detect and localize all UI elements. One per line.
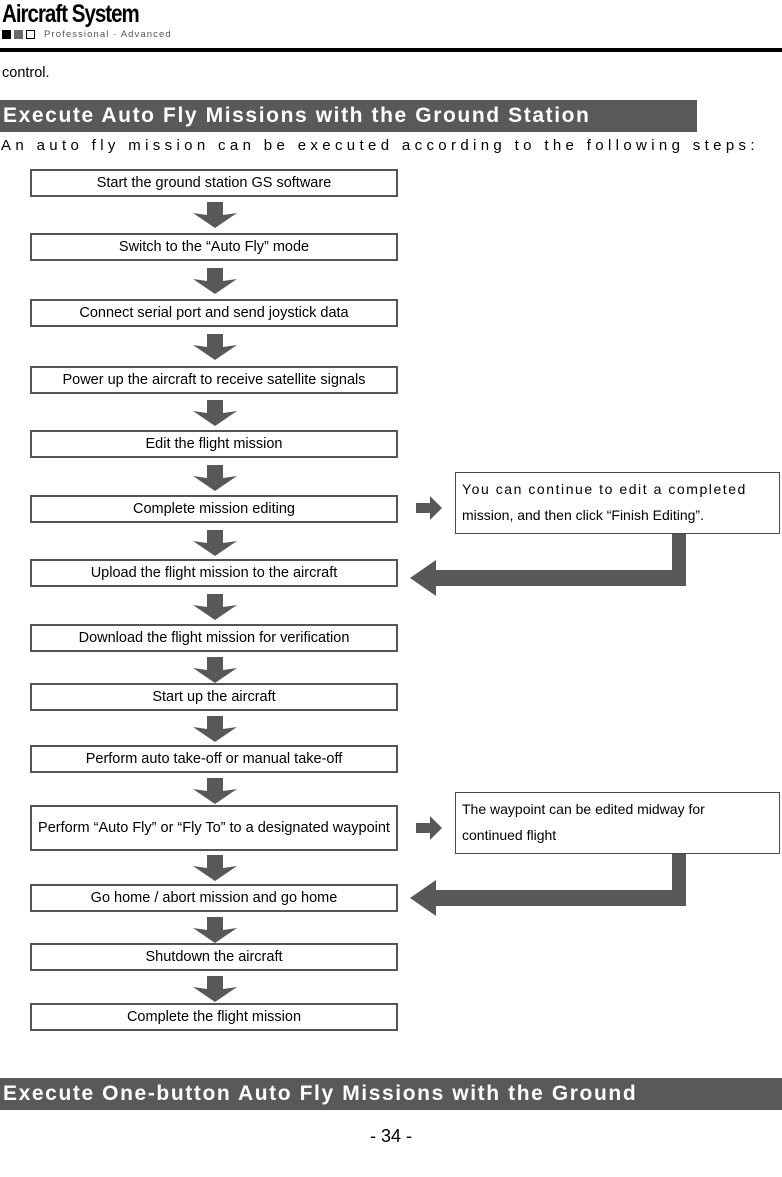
logo-tagline: Professional · Advanced <box>44 29 172 40</box>
flow-step-14: Complete the flight mission <box>30 1003 398 1031</box>
flow-arrow-down-1-icon <box>193 202 237 228</box>
flow-step-8: Download the flight mission for verifica… <box>30 624 398 652</box>
note-return-arrow-2-icon <box>410 854 700 916</box>
continued-paragraph: control. <box>2 65 50 81</box>
flow-step-3: Connect serial port and send joystick da… <box>30 299 398 327</box>
flow-step-2: Switch to the “Auto Fly” mode <box>30 233 398 261</box>
note-waypoint-line-1: The waypoint can be edited midway for <box>462 801 705 817</box>
header-divider <box>0 48 782 52</box>
note-waypoint-line-2: continued flight <box>462 827 557 843</box>
flow-arrow-down-8-icon <box>193 657 237 683</box>
section-heading-one-button: Execute One-button Auto Fly Missions wit… <box>0 1078 782 1110</box>
flow-step-11: Perform “Auto Fly” or “Fly To” to a desi… <box>30 805 398 851</box>
flow-arrow-down-2-icon <box>193 268 237 294</box>
brand-logo: Aircraft System Professional · Advanced <box>2 1 172 41</box>
flow-arrow-down-6-icon <box>193 530 237 556</box>
note-editing-line-2: mission, and then click “Finish Editing”… <box>462 507 704 523</box>
flow-arrow-down-11-icon <box>193 855 237 881</box>
flow-arrow-down-5-icon <box>193 465 237 491</box>
flow-arrow-down-3-icon <box>193 334 237 360</box>
flow-step-4: Power up the aircraft to receive satelli… <box>30 366 398 394</box>
flow-arrow-down-10-icon <box>193 778 237 804</box>
flow-arrow-down-9-icon <box>193 716 237 742</box>
section-heading-auto-fly: Execute Auto Fly Missions with the Groun… <box>0 100 697 132</box>
page-number: - 34 - <box>369 1126 412 1146</box>
note-pointer-1-icon <box>416 496 442 520</box>
section-intro-text: An auto fly mission can be executed acco… <box>1 137 759 154</box>
flow-arrow-down-4-icon <box>193 400 237 426</box>
note-editing-line-1: You can continue to edit a completed <box>462 481 747 497</box>
note-box-waypoint: The waypoint can be edited midway for co… <box>455 792 780 854</box>
logo-square-white-icon <box>26 30 35 39</box>
flow-arrow-down-7-icon <box>193 594 237 620</box>
logo-square-black-icon <box>2 30 11 39</box>
note-return-arrow-1-icon <box>410 534 700 596</box>
logo-square-gray-icon <box>14 30 23 39</box>
note-pointer-2-icon <box>416 816 442 840</box>
flow-step-10: Perform auto take-off or manual take-off <box>30 745 398 773</box>
flow-step-7: Upload the flight mission to the aircraf… <box>30 559 398 587</box>
flow-step-12: Go home / abort mission and go home <box>30 884 398 912</box>
flow-arrow-down-12-icon <box>193 917 237 943</box>
logo-title: Aircraft System <box>2 0 140 28</box>
flow-step-9: Start up the aircraft <box>30 683 398 711</box>
logo-tagline-row: Professional · Advanced <box>2 28 172 41</box>
note-box-editing: You can continue to edit a completed mis… <box>455 472 780 534</box>
flow-step-1: Start the ground station GS software <box>30 169 398 197</box>
flow-step-5: Edit the flight mission <box>30 430 398 458</box>
flow-step-6: Complete mission editing <box>30 495 398 523</box>
flow-arrow-down-13-icon <box>193 976 237 1002</box>
page-header: Aircraft System Professional · Advanced <box>0 0 782 52</box>
flow-step-13: Shutdown the aircraft <box>30 943 398 971</box>
